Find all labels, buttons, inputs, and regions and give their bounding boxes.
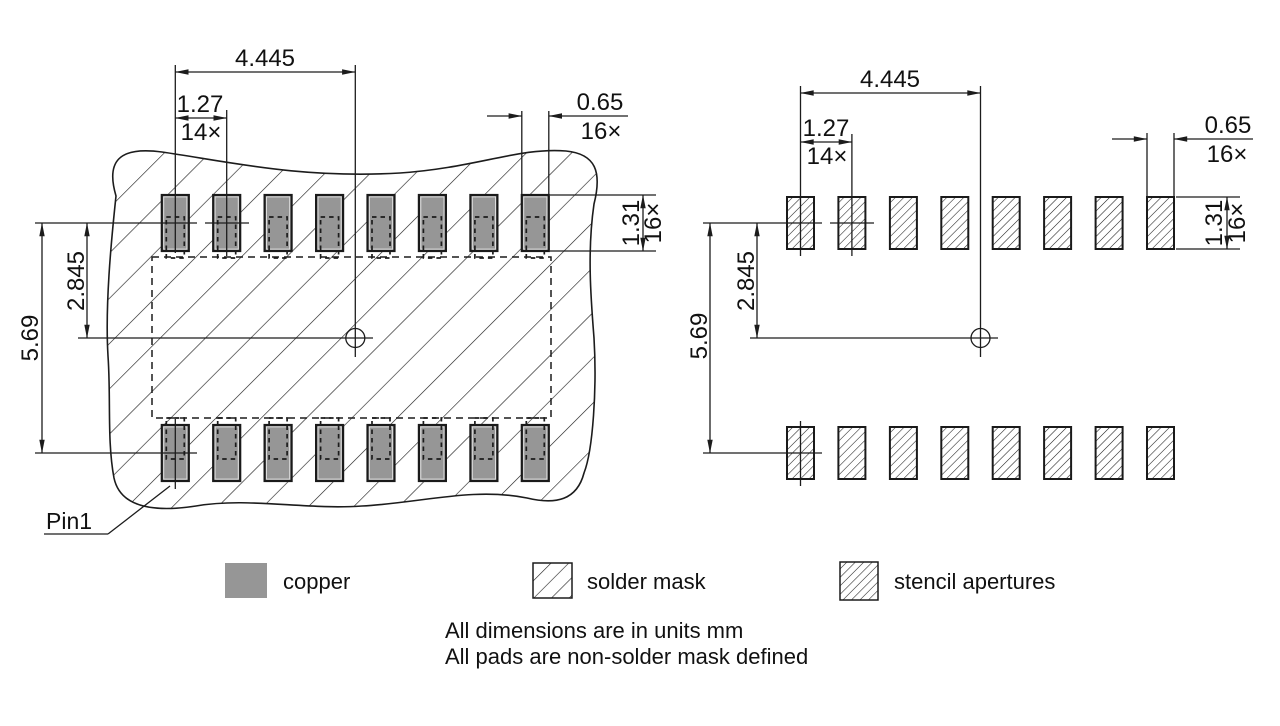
- notes: All dimensions are in units mm All pads …: [445, 618, 808, 669]
- legend: copper solder mask stencil apertures: [225, 561, 1055, 601]
- stencil-aperture: [1146, 196, 1175, 250]
- dim-span-label: 4.445: [860, 66, 920, 93]
- stencil-aperture: [1094, 426, 1124, 480]
- dim-centeroffset-label: 2.845: [733, 251, 760, 311]
- dim-padwidth-label: 0.65: [577, 89, 624, 116]
- dimension-lines-left: [39, 69, 646, 454]
- stencil-aperture: [837, 426, 867, 480]
- stencil-aperture: [888, 426, 918, 480]
- stencil-aperture: [1094, 196, 1124, 250]
- legend-stencil-swatch: [839, 561, 879, 601]
- note-units: All dimensions are in units mm: [445, 618, 743, 643]
- dim-padwidth-count: 16×: [581, 118, 622, 145]
- pin1-label: Pin1: [46, 508, 92, 534]
- stencil-aperture: [991, 426, 1021, 480]
- stencil-aperture: [1043, 196, 1073, 250]
- stencil-aperture: [1146, 426, 1175, 480]
- stencil-aperture: [991, 196, 1021, 250]
- dim-padheight-count: 16×: [1224, 203, 1251, 244]
- dim-padheight-count: 16×: [640, 203, 667, 244]
- component-body-outline: [151, 256, 552, 419]
- legend-solder-mask-swatch: [532, 562, 573, 599]
- dim-span-label: 4.445: [235, 45, 295, 72]
- stencil-view: 4.445 1.27 14× 0.65 16× 1.31 16× 5.69 2.…: [686, 66, 1253, 486]
- legend-copper-swatch: [225, 563, 267, 598]
- stencil-aperture: [1043, 426, 1073, 480]
- legend-stencil-label: stencil apertures: [894, 569, 1055, 594]
- center-mark: [345, 327, 366, 349]
- legend-copper-label: copper: [283, 569, 350, 594]
- dimension-lines-right: [707, 90, 1253, 454]
- legend-solder-mask-label: solder mask: [587, 569, 707, 594]
- dim-padheight-label: 1.31: [618, 200, 645, 247]
- dim-pitch-label: 1.27: [177, 91, 224, 118]
- pin1-leader-line: [107, 485, 171, 535]
- dim-pitch-label: 1.27: [803, 115, 850, 142]
- dim-padwidth-count: 16×: [1207, 141, 1248, 168]
- dim-rowspacing-label: 5.69: [686, 313, 713, 360]
- extension-lines-left: [35, 65, 656, 489]
- dim-rowspacing-label: 5.69: [17, 315, 44, 362]
- stencil-aperture: [940, 426, 970, 480]
- stencil-aperture: [940, 196, 970, 250]
- note-mask-defined: All pads are non-solder mask defined: [445, 644, 808, 669]
- center-mark: [970, 327, 991, 349]
- dim-pitch-count: 14×: [181, 119, 222, 146]
- copper-view: 4.445 1.27 14× 0.65 16× 1.31 16× 5.69 2.…: [17, 45, 667, 535]
- dim-padwidth-label: 0.65: [1205, 112, 1252, 139]
- stencil-aperture: [888, 196, 918, 250]
- dim-pitch-count: 14×: [807, 143, 848, 170]
- dim-centeroffset-label: 2.845: [63, 251, 90, 311]
- dim-padheight-label: 1.31: [1201, 200, 1228, 247]
